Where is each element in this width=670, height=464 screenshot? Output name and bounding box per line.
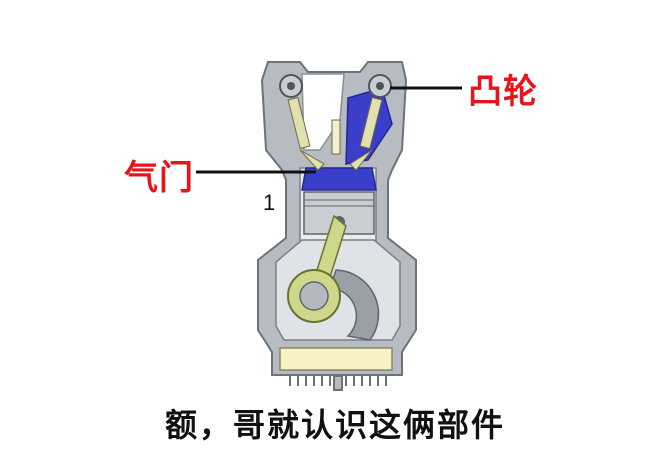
valve-label: 气门 [124,158,194,198]
oil-sump [279,347,393,371]
combustion-chamber [301,167,377,191]
cylinder-number: 1 [263,190,276,215]
crank-counterweight [328,269,380,341]
cooling-fins [289,375,387,391]
camshaft-left [279,74,303,98]
cam-label: 凸轮 [468,72,538,112]
spark-plug [331,119,341,155]
camshaft-right [368,74,392,98]
valve-left [287,96,325,171]
valve-right [349,96,383,171]
caption-text: 额，哥就认识这俩部件 [164,406,505,444]
crankshaft [287,269,341,323]
